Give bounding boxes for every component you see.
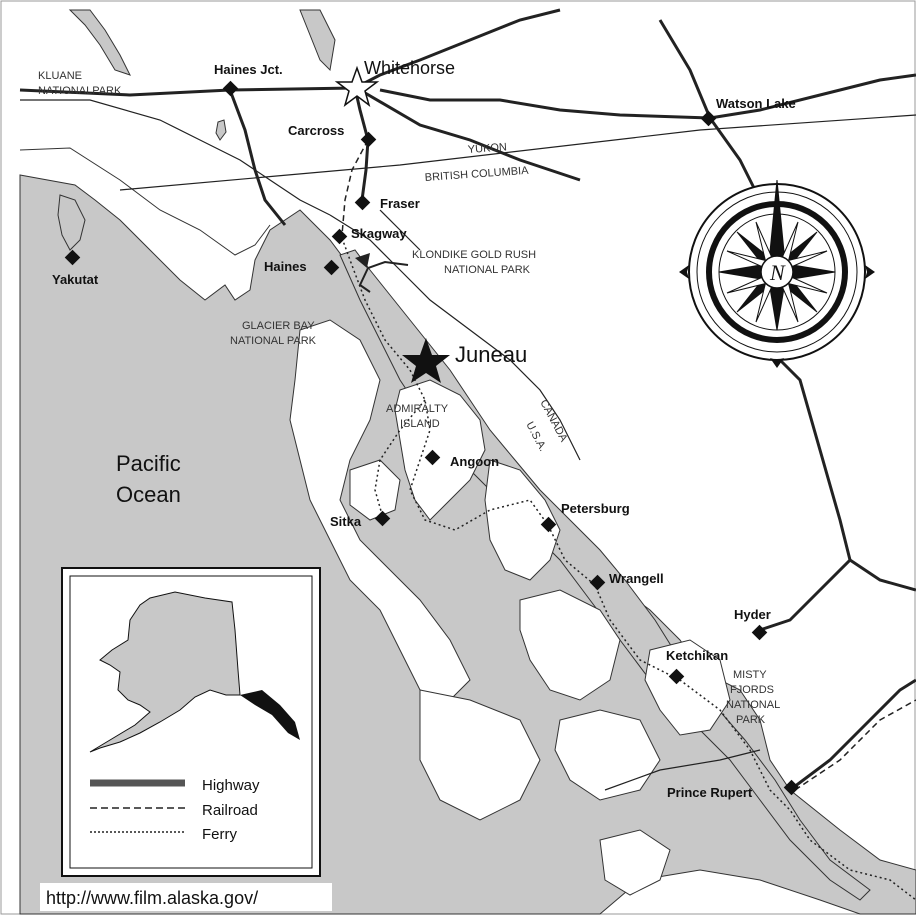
marker-ketchikan — [668, 668, 685, 685]
alaska-inset-shape — [89, 591, 241, 753]
label-glacier-1: GLACIER BAY — [242, 320, 315, 332]
label-glacier-2: NATIONAL PARK — [230, 335, 317, 347]
marker-whitehorse-star — [334, 65, 380, 107]
legend-ferry: Ferry — [202, 826, 237, 843]
label-haines: Haines — [264, 259, 307, 274]
label-misty-2: FJORDS — [730, 684, 774, 696]
marker-juneau-capital-star — [402, 338, 450, 383]
alaska-inset-map: Highway Railroad Ferry — [61, 567, 321, 877]
label-klondike-2: NATIONAL PARK — [444, 264, 531, 276]
compass-north-letter: N — [769, 260, 786, 285]
marker-petersburg — [540, 516, 557, 533]
marker-wrangell — [589, 574, 606, 591]
borders — [20, 99, 916, 791]
islands — [289, 319, 731, 896]
label-whitehorse: Whitehorse — [364, 58, 455, 78]
label-misty-1: MISTY — [733, 669, 767, 681]
label-misty-3: NATIONAL — [726, 699, 780, 711]
label-ocean-1: Pacific — [116, 451, 181, 476]
label-yukon: YUKON — [467, 141, 507, 156]
label-ocean-2: Ocean — [116, 482, 181, 507]
label-haines-jct: Haines Jct. — [214, 62, 283, 77]
label-wrangell: Wrangell — [609, 571, 664, 586]
label-fraser: Fraser — [380, 196, 420, 211]
label-angoon: Angoon — [450, 454, 499, 469]
label-klondike-1: KLONDIKE GOLD RUSH — [412, 249, 536, 261]
label-prince-rupert: Prince Rupert — [667, 785, 753, 800]
marker-fraser — [354, 194, 371, 211]
marker-haines-jct — [222, 80, 239, 97]
label-yakutat: Yakutat — [52, 272, 99, 287]
label-kluane-2: NATIONALPARK — [38, 85, 122, 97]
label-sitka: Sitka — [330, 514, 362, 529]
label-petersburg: Petersburg — [561, 501, 630, 516]
compass-rose: N — [679, 179, 875, 368]
legend-highway: Highway — [202, 777, 260, 794]
marker-hyder — [751, 624, 768, 641]
label-watson-lake: Watson Lake — [716, 96, 796, 111]
southeast-alaska-inset-highlight — [240, 690, 300, 740]
marker-carcross — [360, 131, 377, 148]
marker-prince-rupert — [783, 779, 800, 796]
label-admiralty-1: ADMIRALTY — [386, 403, 449, 415]
label-admiralty-2: ISLAND — [400, 418, 440, 430]
marker-skagway — [331, 228, 348, 245]
label-misty-4: PARK — [736, 714, 766, 726]
label-ketchikan: Ketchikan — [666, 648, 728, 663]
source-url: http://www.film.alaska.gov/ — [46, 888, 258, 908]
legend-railroad: Railroad — [202, 802, 258, 819]
label-kluane-1: KLUANE — [38, 70, 82, 82]
label-skagway: Skagway — [351, 226, 407, 241]
label-carcross: Carcross — [288, 123, 344, 138]
label-hyder: Hyder — [734, 607, 771, 622]
label-juneau: Juneau — [455, 342, 527, 367]
